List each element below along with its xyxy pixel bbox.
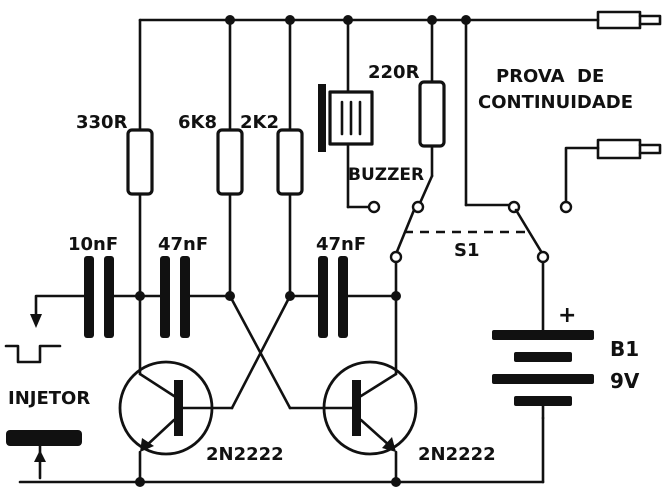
resistor-330r: [126, 18, 154, 298]
transistor-q1: [118, 294, 234, 456]
resistor-6k8: [216, 18, 244, 298]
label-continuidade: CONTINUIDADE: [478, 92, 633, 113]
label-47nf-right: 47nF: [316, 234, 366, 255]
label-47nf-left: 47nF: [158, 234, 208, 255]
transistor-q2: [288, 294, 418, 456]
cross-coupling: [228, 294, 292, 410]
capacitor-47nf-left: [138, 256, 232, 338]
battery-b1: [492, 260, 594, 420]
label-9v: 9V: [610, 369, 640, 393]
label-220r: 220R: [368, 62, 420, 83]
capacitor-47nf-right: [288, 256, 398, 338]
capacitor-10nf: [84, 256, 142, 338]
label-q1-2n2222: 2N2222: [206, 444, 284, 465]
label-s1: S1: [454, 240, 480, 261]
probe-connector-bottom: [559, 138, 662, 214]
label-plus: +: [558, 303, 576, 328]
label-6k8: 6K8: [178, 112, 217, 133]
injector-output-lead: [30, 294, 86, 328]
resistor-220r: [411, 18, 446, 214]
label-b1: B1: [610, 337, 639, 361]
switch-s1: [389, 18, 550, 264]
ground-rail: [18, 416, 545, 487]
probe-connector-top: [596, 10, 662, 30]
label-330r: 330R: [76, 112, 128, 133]
label-10nf: 10nF: [68, 234, 118, 255]
square-wave-icon: [4, 344, 62, 364]
label-injetor: INJETOR: [8, 388, 90, 409]
label-2k2: 2K2: [240, 112, 279, 133]
label-prova-de: PROVA DE: [496, 66, 604, 87]
buzzer: [318, 18, 381, 214]
top-rail: [138, 15, 600, 25]
label-buzzer: BUZZER: [348, 165, 424, 185]
injector-probe-icon: [6, 430, 82, 480]
label-q2-2n2222: 2N2222: [418, 444, 496, 465]
resistor-2k2: [276, 18, 304, 298]
